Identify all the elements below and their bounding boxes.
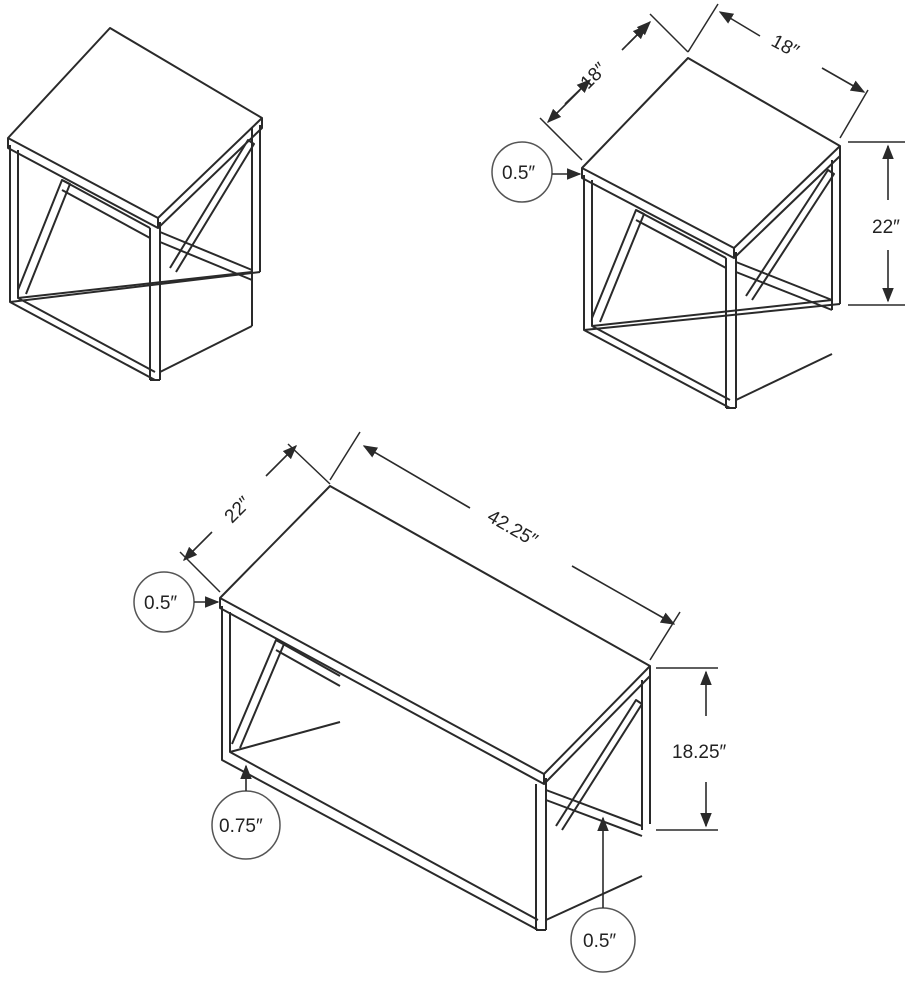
coffee-table-leg-thickness-label: 0.5″: [583, 931, 616, 952]
coffee-table-dimensions: 22″ 42.25″ 18.25″ 0.5″ 0.75″ 0.5″: [133, 431, 727, 973]
coffee-table-length-label: 42.25″: [484, 506, 542, 551]
end-table-left: [7, 27, 263, 381]
coffee-table-height-label: 18.25″: [672, 742, 727, 763]
end-table-width-label: 18″: [768, 31, 803, 63]
end-table-height-label: 22″: [872, 217, 900, 238]
coffee-table-frame-thickness-label: 0.75″: [219, 816, 263, 837]
end-table-top-thickness-label: 0.5″: [502, 163, 535, 184]
coffee-table: [219, 485, 651, 931]
end-table-right: [581, 57, 841, 409]
coffee-table-depth-label: 22″: [221, 493, 256, 528]
coffee-table-top-thickness-label: 0.5″: [144, 593, 177, 614]
end-table-top-thickness-bubble: [491, 141, 553, 203]
